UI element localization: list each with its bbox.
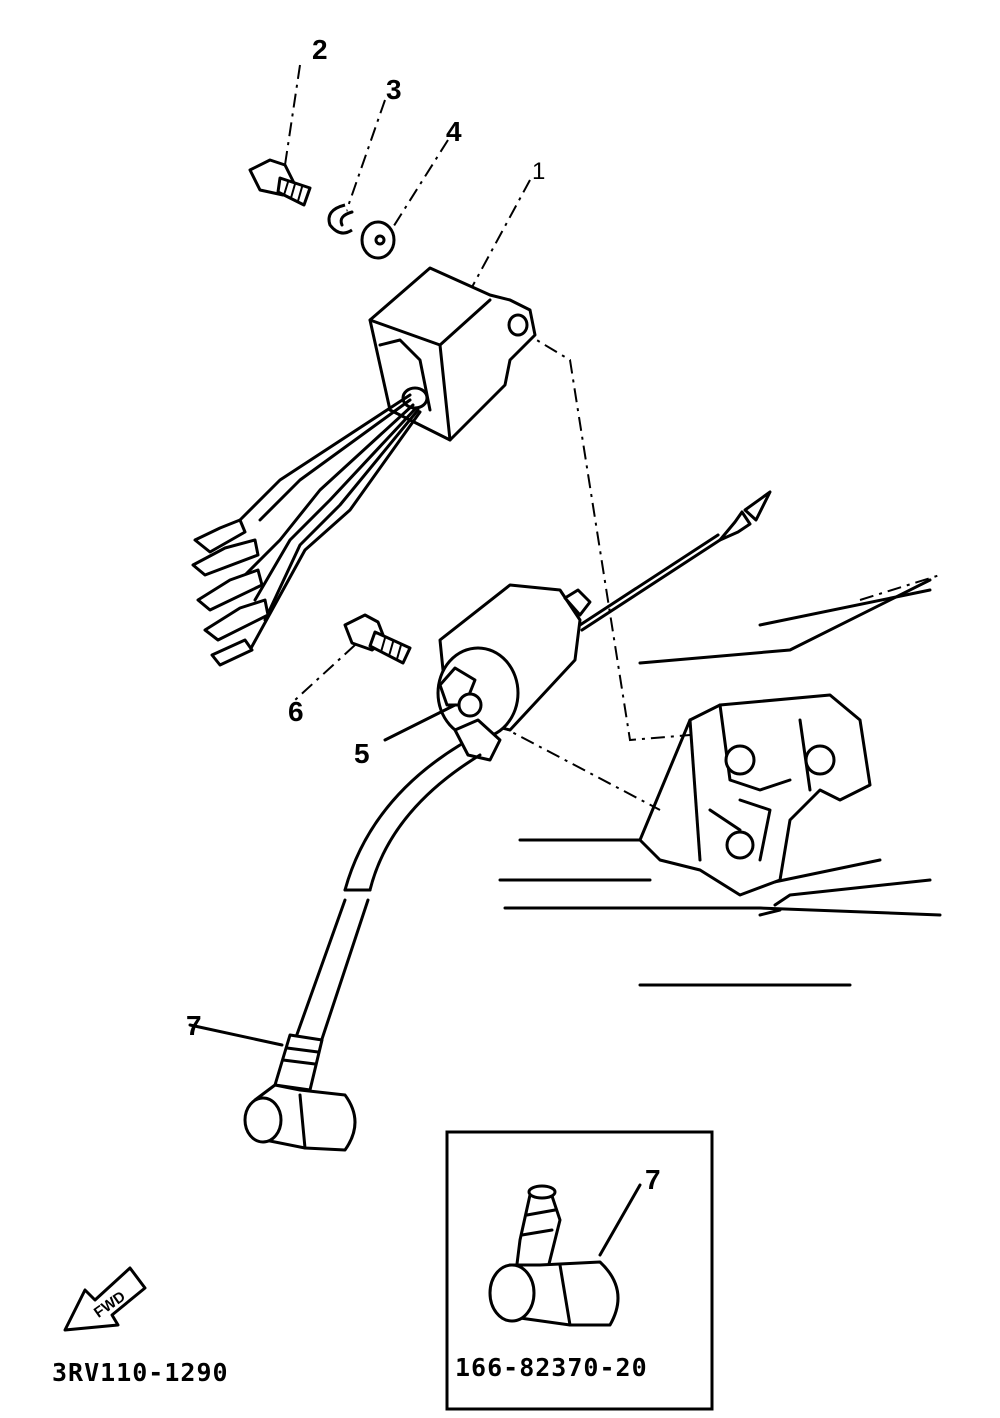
bolt-part-2 [248,158,312,207]
inset-callout-7: 7 [645,1164,661,1195]
callout-6: 6 [288,696,304,727]
forward-arrow-icon: FWD [63,1266,147,1332]
ignition-coil [383,490,772,742]
callout-5: 5 [354,738,370,769]
callout-4: 4 [446,116,462,147]
bolt-part-6 [343,613,412,665]
high-tension-lead [188,718,502,1152]
mounting-bracket [638,693,872,897]
inset-plug-cap [488,1183,642,1327]
cdi-unit-part-1 [191,266,537,667]
callout-7: 7 [186,1010,202,1041]
spring-washer-part-3 [327,203,354,235]
assembly-guide-lines [284,64,691,811]
plain-washer-part-4 [360,220,396,260]
inset-part-number: 166-82370-20 [455,1353,648,1382]
callout-3: 3 [386,74,402,105]
inset-frame [445,1130,714,1411]
figure-code: 3RV110-1290 [52,1358,229,1387]
callout-2: 2 [312,34,328,65]
engine-housing-outline [498,574,942,987]
callout-1: 1 [532,158,546,185]
